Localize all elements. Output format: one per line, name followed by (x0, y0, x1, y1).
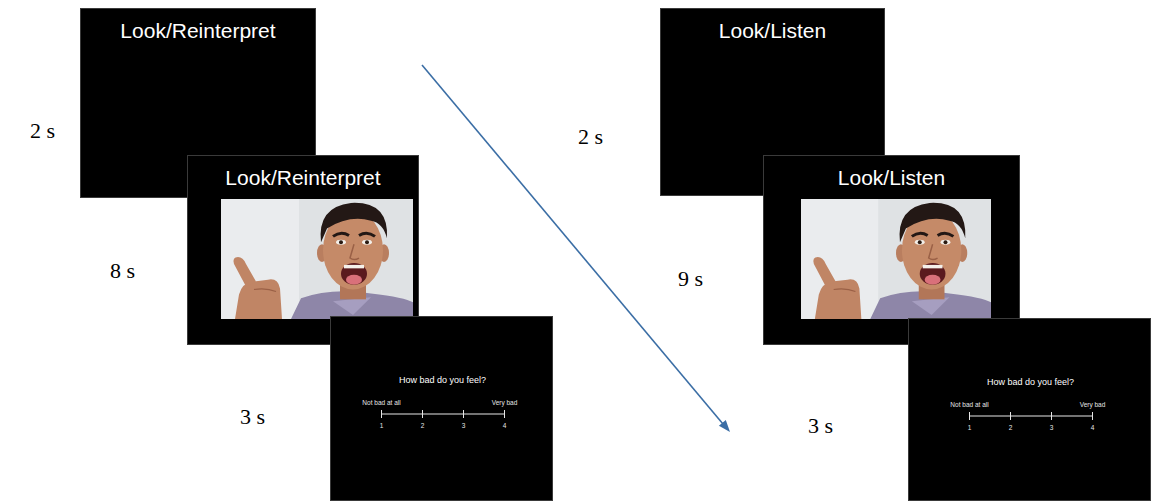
photo-part (341, 263, 367, 285)
cue-title: Look/Listen (719, 18, 826, 44)
photo-part (938, 233, 954, 236)
duration-label: 3 s (240, 404, 265, 430)
cue-title: Look/Listen (838, 165, 945, 191)
photo-part (941, 240, 951, 245)
photo-part (813, 257, 835, 287)
cue-title-row: Look/Listen (661, 18, 884, 44)
scale-line (463, 410, 464, 418)
rating-screen: How bad do you feel? Not bad at all Very b… (330, 316, 553, 501)
photo-part (920, 263, 946, 285)
photo-part (235, 279, 282, 319)
scale-line (1092, 412, 1093, 420)
scale-number: 3 (462, 422, 466, 430)
scale-number: 3 (1050, 424, 1054, 432)
photo-part (234, 257, 257, 287)
cue-title: Look/Reinterpret (120, 18, 275, 44)
photo-part (333, 297, 371, 315)
cue-title: Look/Reinterpret (225, 165, 380, 191)
photo-part (834, 289, 856, 292)
photo-part (336, 240, 346, 245)
cue-title-row: Look/Reinterpret (188, 165, 418, 191)
photo-part (365, 240, 369, 244)
scale-line (969, 416, 1093, 417)
photo-part (339, 240, 343, 244)
photo-part (254, 289, 276, 292)
photo-part (221, 199, 299, 319)
scale-line (1010, 412, 1011, 420)
cue-title-row: Look/Reinterpret (81, 18, 315, 44)
scale-anchor: Not bad at all (362, 399, 400, 407)
face-photo (221, 199, 413, 319)
scale-anchor: Not bad at all (950, 401, 988, 409)
photo-part (801, 199, 991, 319)
cue-screen: Look/Listen (763, 155, 1020, 345)
photo-part (333, 233, 349, 236)
photo-part (344, 265, 364, 268)
photo-part (359, 233, 375, 236)
arrow-head (719, 420, 730, 432)
photo-part (923, 265, 943, 268)
duration-label: 9 s (678, 266, 703, 292)
photo-part (944, 240, 948, 244)
scale-line (422, 410, 423, 418)
photo-part (912, 297, 950, 315)
scale-line (1051, 412, 1052, 420)
photo-part (918, 240, 922, 244)
photo-part (925, 275, 941, 285)
duration-label: 2 s (578, 124, 603, 150)
scale-line (969, 412, 970, 420)
scale-number: 4 (503, 422, 507, 430)
photo-part (221, 199, 413, 319)
photo-part (912, 233, 928, 236)
scale-line (381, 414, 505, 415)
photo-part (801, 199, 878, 319)
cue-title-row: Look/Listen (764, 165, 1019, 191)
scale-line (504, 410, 505, 418)
scale-number: 2 (421, 422, 425, 430)
scale-number: 2 (1009, 424, 1013, 432)
scale-number: 1 (968, 424, 972, 432)
rating-scale (380, 409, 506, 419)
scale-line (381, 410, 382, 418)
rating-scale (968, 411, 1094, 421)
photo-part (915, 240, 925, 245)
scale-number: 1 (380, 422, 384, 430)
photo-part (362, 240, 372, 245)
photo-part (346, 275, 362, 285)
photo-part (929, 244, 938, 259)
duration-label: 8 s (110, 258, 135, 284)
scale-anchor: Very bad (1080, 401, 1106, 409)
duration-label: 3 s (808, 413, 833, 439)
rating-question: How bad do you feel? (399, 375, 486, 386)
rating-question: How bad do you feel? (987, 377, 1074, 388)
photo-part (815, 279, 862, 319)
photo-part (350, 244, 359, 259)
duration-label: 2 s (30, 118, 55, 144)
photo-part (900, 203, 966, 242)
photo-part (321, 203, 388, 242)
rating-screen: How bad do you feel? Not bad at all Very b… (908, 318, 1151, 501)
scale-anchor: Very bad (492, 399, 518, 407)
face-photo (801, 199, 991, 319)
scale-number: 4 (1091, 424, 1095, 432)
